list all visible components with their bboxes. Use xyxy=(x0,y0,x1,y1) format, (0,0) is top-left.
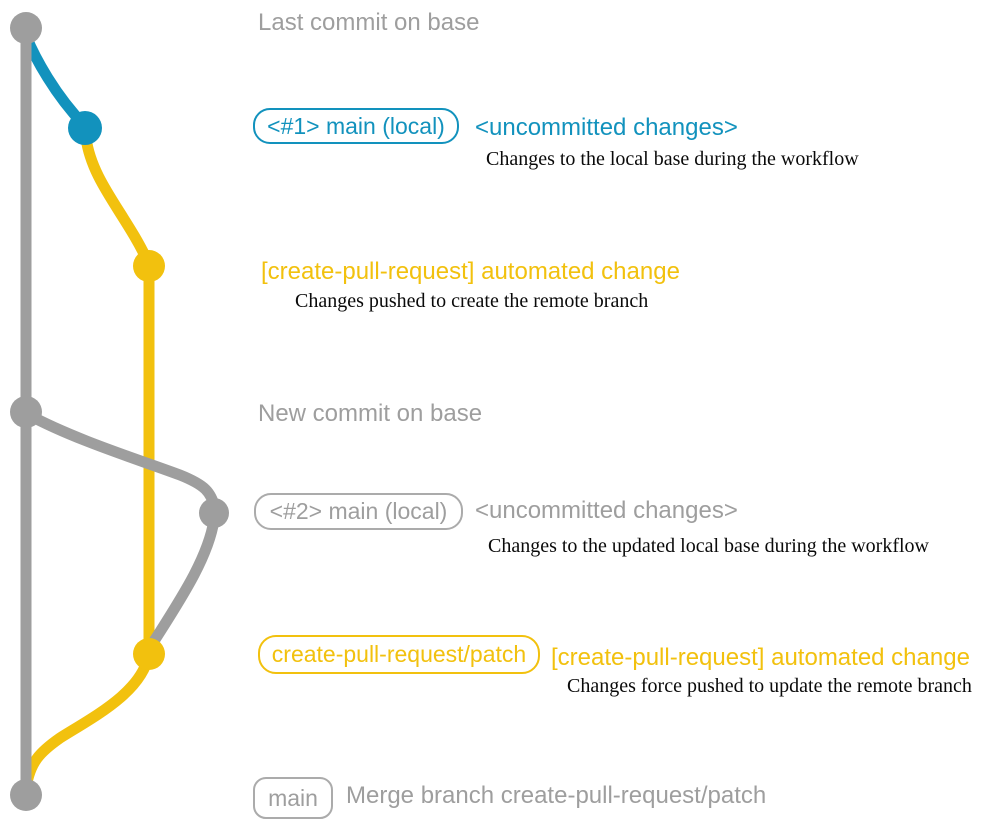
commit-node-merge xyxy=(10,779,42,811)
local-main-branch-line xyxy=(20,30,91,132)
automated-change-1-description: Changes pushed to create the remote bran… xyxy=(295,290,649,312)
merge-branch-label: Merge branch create-pull-request/patch xyxy=(346,782,767,809)
automated-change-2-label: [create-pull-request] automated change xyxy=(551,644,970,671)
automated-change-2-description: Changes force pushed to update the remot… xyxy=(567,675,972,697)
patch-merge-line xyxy=(20,648,155,794)
main-local-2-badge-label: <#2> main (local) xyxy=(269,498,448,524)
commit-node-automated-2 xyxy=(133,638,165,670)
rebase-out-line xyxy=(21,408,221,514)
commit-node-uncommitted-2 xyxy=(199,498,229,528)
main-local-1-badge-label: <#1> main (local) xyxy=(267,112,445,139)
commit-node-new-base xyxy=(10,396,42,428)
patch-branch-badge-label: create-pull-request/patch xyxy=(271,641,527,667)
main-local-1-badge: <#1> main (local) xyxy=(253,108,459,144)
uncommitted-changes-2-label: <uncommitted changes> xyxy=(475,497,738,524)
commit-node-automated-1 xyxy=(133,250,165,282)
rebase-in-line xyxy=(145,514,220,652)
main-badge-label: main xyxy=(268,784,318,811)
uncommitted-changes-2-description: Changes to the updated local base during… xyxy=(488,535,929,557)
patch-branch-badge: create-pull-request/patch xyxy=(258,635,540,674)
main-badge: main xyxy=(253,777,333,819)
commit-node-uncommitted-1 xyxy=(68,111,102,145)
automated-change-1-label: [create-pull-request] automated change xyxy=(261,258,680,285)
new-commit-on-base-label: New commit on base xyxy=(258,400,483,427)
commit-graph xyxy=(10,12,229,811)
uncommitted-changes-1-label: <uncommitted changes> xyxy=(475,114,738,141)
last-commit-on-base-label: Last commit on base xyxy=(258,9,480,36)
commit-node-last-base xyxy=(10,12,42,44)
patch-branch-line xyxy=(80,132,154,268)
uncommitted-changes-1-description: Changes to the local base during the wor… xyxy=(486,148,859,170)
main-local-2-badge: <#2> main (local) xyxy=(254,493,463,530)
